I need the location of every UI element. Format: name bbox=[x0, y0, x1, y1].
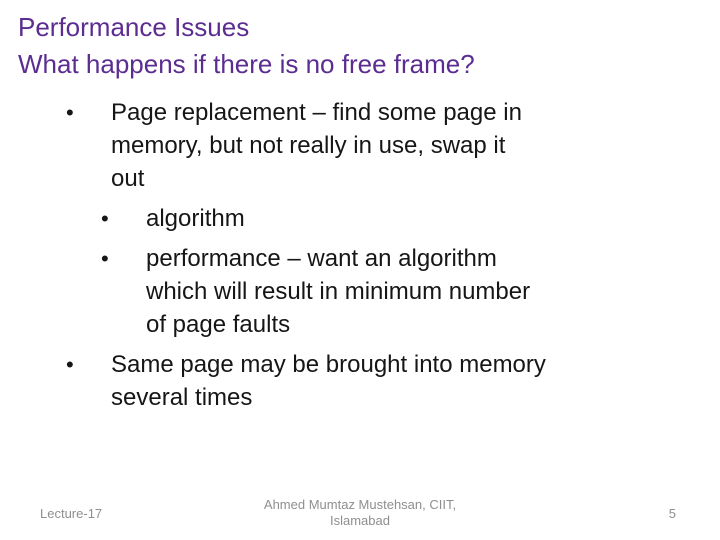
footer-page-number: 5 bbox=[668, 506, 676, 521]
bullet-icon: • bbox=[101, 246, 109, 271]
bullet-text: Page replacement – find some page in mem… bbox=[111, 96, 522, 195]
bullet-icon: • bbox=[101, 206, 109, 231]
bullet-icon: • bbox=[66, 100, 74, 125]
bullet-text-line: of page faults bbox=[146, 311, 291, 338]
bullet-item-same-page: • Same page may be brought into memory s… bbox=[0, 348, 546, 414]
bullet-text: algorithm bbox=[146, 202, 245, 235]
footer-author: Ahmed Mumtaz Mustehsan, CIIT, Islamabad bbox=[0, 497, 720, 528]
slide-body: • Page replacement – find some page in m… bbox=[0, 96, 546, 421]
bullet-text-line: algorithm bbox=[146, 205, 245, 232]
bullet-text-line: out bbox=[111, 165, 145, 192]
slide-title-line-1: Performance Issues bbox=[18, 12, 250, 42]
footer-author-line-1: Ahmed Mumtaz Mustehsan, CIIT, bbox=[263, 497, 457, 512]
bullet-item-performance: • performance – want an algorithm which … bbox=[0, 242, 546, 341]
slide-footer: Lecture-17 Ahmed Mumtaz Mustehsan, CIIT,… bbox=[0, 489, 720, 533]
bullet-item-algorithm: • algorithm bbox=[0, 202, 546, 235]
footer-author-line-2: Islamabad bbox=[330, 512, 390, 528]
bullet-item-page-replacement: • Page replacement – find some page in m… bbox=[0, 96, 546, 195]
bullet-text-line: memory, but not really in use, swap it bbox=[111, 132, 506, 159]
bullet-text: Same page may be brought into memory sev… bbox=[111, 348, 546, 414]
bullet-text-line: Page replacement – find some page in bbox=[111, 99, 522, 126]
slide-title: Performance Issues What happens if there… bbox=[18, 9, 475, 83]
bullet-text-line: Same page may be brought into memory bbox=[111, 351, 546, 378]
bullet-text-line: performance – want an algorithm bbox=[146, 245, 497, 272]
bullet-icon: • bbox=[66, 352, 74, 377]
bullet-text-line: which will result in minimum number bbox=[146, 278, 531, 305]
bullet-text-line: several times bbox=[111, 384, 253, 411]
footer-lecture-label: Lecture-17 bbox=[40, 506, 103, 521]
slide-title-line-2: What happens if there is no free frame? bbox=[18, 49, 475, 79]
bullet-text: performance – want an algorithm which wi… bbox=[146, 242, 530, 341]
